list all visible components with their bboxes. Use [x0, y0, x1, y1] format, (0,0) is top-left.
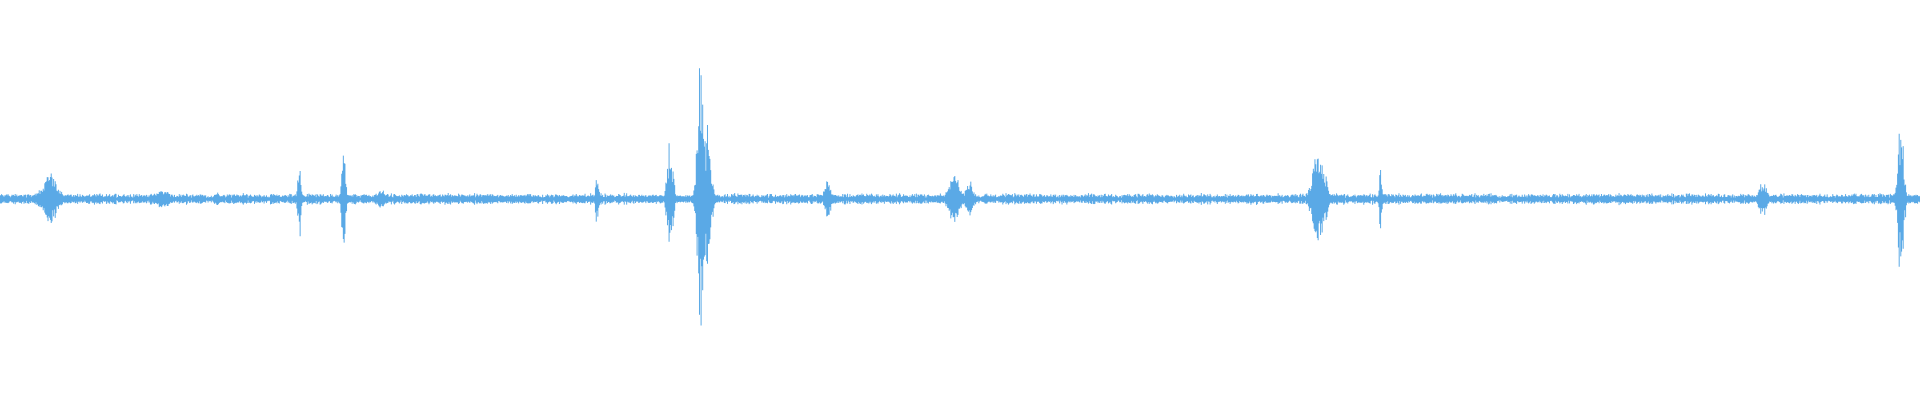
waveform-trace [0, 68, 1920, 326]
waveform-samples [0, 68, 1920, 326]
